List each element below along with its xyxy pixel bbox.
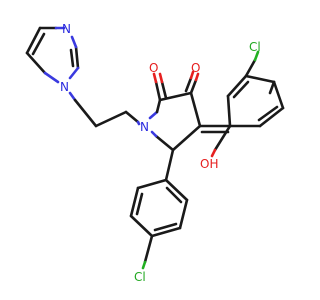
imidazole-ring <box>25 26 80 84</box>
lactam-carbonyl <box>152 72 168 102</box>
enol-oh-label: OH <box>200 157 218 171</box>
imidazole-n-top-label: N <box>62 22 71 36</box>
bottom-cl-label: Cl <box>134 270 146 284</box>
ketone-carbonyl <box>184 70 200 95</box>
ketone-o-label: O <box>191 61 200 75</box>
molecule-structure: N N N O O OH <box>25 22 285 284</box>
chlorophenyl-bottom-ring <box>129 148 189 238</box>
propyl-chain <box>68 91 141 128</box>
enol-group <box>198 124 232 158</box>
imidazole-n-attach-label: N <box>60 80 69 94</box>
pyrrolidinone-ring <box>148 91 202 152</box>
lactam-o-label: O <box>149 61 158 75</box>
chlorophenyl-top-ring <box>226 74 285 128</box>
top-cl-label: Cl <box>249 40 261 54</box>
ring-n-label: N <box>140 120 149 134</box>
